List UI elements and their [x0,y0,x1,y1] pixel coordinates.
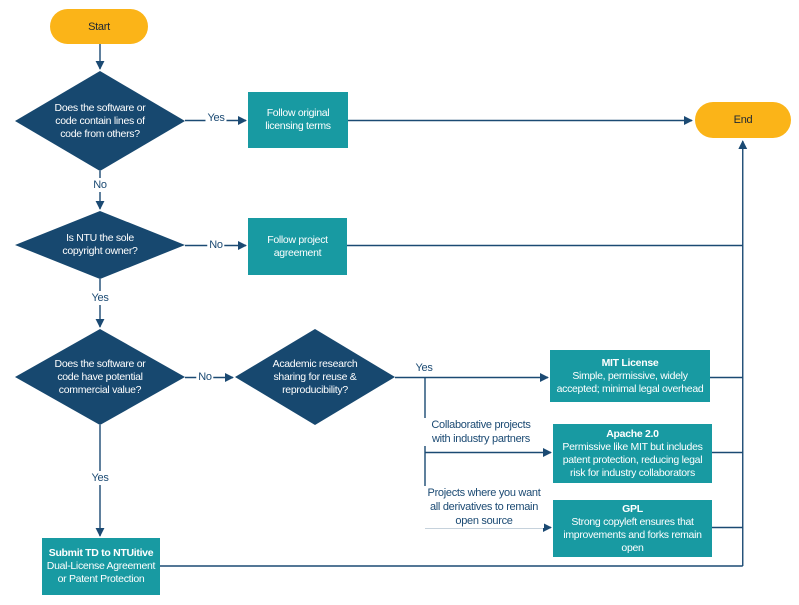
end-node: End [695,102,791,138]
process-follow-project: Follow project agreement [248,218,347,275]
decision-ntu-sole-owner-label: Is NTU the sole copyright owner? [62,232,138,257]
process-gpl: GPL Strong copyleft ensures that improve… [553,500,712,557]
edge-label-d3-yes: Yes [89,471,111,485]
end-label: End [733,114,753,126]
apache-title: Apache 2.0 [606,427,659,440]
edge-label-d2-yes: Yes [89,291,111,305]
edge-label-d3-no: No [196,370,214,384]
apache-desc: Permissive like MIT but includes patent … [562,440,703,479]
process-submit-td-ntuitive: Submit TD to NTUitive Dual-License Agree… [42,538,160,595]
edge-label-d1-no: No [91,178,109,192]
edge-label-d4-yes: Yes [413,361,435,375]
mit-license-title: MIT License [601,356,659,369]
process-apache-2-0: Apache 2.0 Permissive like MIT but inclu… [553,424,712,483]
submit-td-title: Submit TD to NTUitive [48,547,154,559]
decision-code-from-others-label: Does the software or code contain lines … [54,101,146,140]
edge-label-d1-yes: Yes [205,111,227,125]
decision-commercial-value-label: Does the software or code have potential… [54,357,146,396]
edge-label-collaborative: Collaborative projects with industry par… [423,418,539,446]
process-mit-license: MIT License Simple, permissive, widely a… [550,350,710,402]
gpl-title: GPL [622,502,643,515]
gpl-desc: Strong copyleft ensures that improvement… [563,515,702,554]
edge-label-d2-no: No [207,238,225,252]
submit-td-desc: Dual-License Agreement or Patent Protect… [46,560,156,585]
process-follow-original: Follow original licensing terms [248,92,348,148]
decision-academic-sharing-label: Academic research sharing for reuse & re… [272,357,358,396]
process-follow-original-label: Follow original licensing terms [265,107,331,132]
start-label: Start [88,20,110,33]
start-node: Start [50,9,148,44]
edge-label-open-source: Projects where you want all derivatives … [424,486,544,528]
process-follow-project-label: Follow project agreement [267,233,328,259]
mit-license-desc: Simple, permissive, widely accepted; min… [556,369,704,395]
